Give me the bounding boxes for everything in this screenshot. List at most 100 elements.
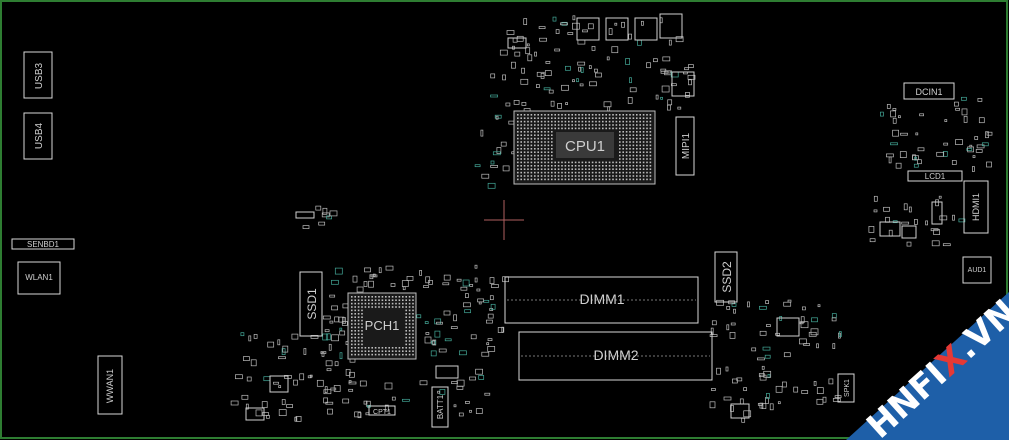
smd-part bbox=[888, 156, 892, 164]
pch1-ball-grid bbox=[351, 296, 414, 356]
smd-part bbox=[757, 403, 763, 406]
smd-part bbox=[370, 274, 378, 278]
smd-part bbox=[299, 373, 305, 381]
ssd1-slot[interactable]: SSD1 bbox=[299, 271, 323, 337]
smd-part bbox=[378, 267, 382, 274]
smd-part bbox=[453, 314, 457, 322]
smd-part bbox=[315, 205, 322, 211]
ssd2-slot[interactable]: SSD2 bbox=[714, 251, 738, 303]
smd-part bbox=[688, 79, 692, 86]
smd-part bbox=[363, 281, 368, 287]
smd-part bbox=[668, 39, 672, 46]
senbd1-label: SENBD1 bbox=[27, 240, 60, 249]
smd-part bbox=[978, 117, 985, 124]
smd-part bbox=[684, 67, 689, 71]
smd-part bbox=[917, 147, 925, 152]
smd-part bbox=[687, 74, 696, 80]
smd-part bbox=[322, 207, 328, 215]
senbd1-connector[interactable]: SENBD1 bbox=[11, 238, 75, 250]
smd-part bbox=[901, 221, 910, 225]
usb4-connector[interactable]: USB4 bbox=[23, 112, 53, 160]
smd-part bbox=[800, 316, 805, 324]
smd-part bbox=[495, 115, 499, 120]
smd-part bbox=[545, 61, 551, 64]
wlan1-module[interactable]: WLAN1 bbox=[17, 261, 61, 295]
smd-part bbox=[936, 151, 945, 157]
smd-part bbox=[832, 398, 841, 402]
ic-outline bbox=[730, 403, 750, 419]
usb3-connector[interactable]: USB3 bbox=[23, 51, 53, 99]
smd-part bbox=[489, 277, 495, 284]
ic-outline bbox=[295, 211, 315, 219]
smd-part bbox=[525, 47, 531, 55]
smd-part bbox=[489, 295, 494, 301]
smd-part bbox=[822, 396, 827, 403]
lcd1-connector[interactable]: LCD1 bbox=[907, 170, 963, 182]
smd-part bbox=[430, 350, 437, 357]
batt1-connector[interactable]: BATT1 bbox=[431, 386, 449, 428]
smd-part bbox=[783, 301, 792, 307]
smd-part bbox=[925, 220, 928, 226]
smd-part bbox=[321, 212, 330, 218]
dimm2-slot[interactable]: DIMM2 bbox=[518, 331, 713, 381]
smd-part bbox=[339, 330, 346, 336]
smd-part bbox=[484, 392, 491, 396]
smd-part bbox=[572, 22, 580, 30]
smd-part bbox=[741, 417, 746, 423]
smd-part bbox=[759, 305, 767, 310]
smd-part bbox=[501, 326, 505, 333]
smd-part bbox=[437, 390, 440, 394]
batt1-label: BATT1 bbox=[436, 394, 445, 419]
aud1-jack[interactable]: AUD1 bbox=[962, 256, 992, 284]
smd-part bbox=[434, 318, 442, 325]
smd-part bbox=[464, 309, 471, 314]
smd-part bbox=[281, 348, 286, 355]
smd-part bbox=[801, 390, 809, 394]
smd-part bbox=[641, 20, 644, 26]
smd-part bbox=[952, 214, 955, 221]
dimm1-slot[interactable]: DIMM1 bbox=[504, 276, 699, 324]
smd-part bbox=[582, 29, 588, 33]
smd-part bbox=[364, 267, 371, 273]
smd-part bbox=[723, 396, 732, 401]
smd-part bbox=[589, 81, 597, 87]
smd-part bbox=[462, 279, 470, 287]
smd-part bbox=[339, 352, 343, 360]
aud1-label: AUD1 bbox=[968, 267, 987, 274]
dcin1-connector[interactable]: DCIN1 bbox=[903, 82, 955, 100]
hdmi1-connector[interactable]: HDMI1 bbox=[963, 180, 989, 234]
mipi1-label: MIPI1 bbox=[681, 133, 692, 160]
smd-part bbox=[470, 334, 477, 340]
smd-part bbox=[646, 62, 651, 69]
spk1-connector[interactable]: SPK1 bbox=[837, 373, 855, 403]
pch1-package[interactable]: PCH1 bbox=[347, 292, 417, 360]
cpt1-connector[interactable]: CPT1 bbox=[368, 405, 396, 416]
smd-part bbox=[502, 165, 510, 172]
smd-part bbox=[729, 332, 736, 339]
smd-part bbox=[688, 64, 694, 68]
smd-part bbox=[930, 228, 939, 232]
smd-part bbox=[629, 87, 637, 93]
smd-part bbox=[975, 149, 983, 153]
smd-part bbox=[667, 104, 671, 111]
smd-part bbox=[324, 329, 330, 333]
smd-part bbox=[487, 182, 496, 189]
mipi1-connector[interactable]: MIPI1 bbox=[675, 116, 695, 176]
smd-part bbox=[356, 286, 364, 293]
wwan1-slot[interactable]: WWAN1 bbox=[97, 355, 123, 415]
ic-outline bbox=[605, 17, 629, 41]
smd-part bbox=[577, 61, 586, 66]
smd-part bbox=[339, 327, 343, 331]
ssd2-label: SSD2 bbox=[720, 261, 734, 293]
smd-part bbox=[434, 330, 441, 338]
smd-part bbox=[502, 74, 506, 81]
cpu1-package[interactable]: CPU1 bbox=[513, 110, 656, 185]
smd-part bbox=[873, 195, 878, 202]
smd-part bbox=[486, 319, 493, 324]
usb4-label: USB4 bbox=[34, 123, 45, 150]
smd-part bbox=[456, 379, 465, 387]
smd-part bbox=[942, 243, 951, 247]
smd-part bbox=[322, 333, 329, 341]
ic-outline bbox=[901, 225, 917, 239]
